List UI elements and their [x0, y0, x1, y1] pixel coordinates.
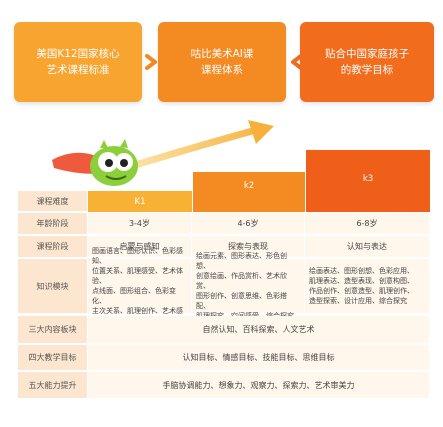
age-k3: 6-8岁 [305, 213, 430, 235]
row-label: 年龄阶段 [18, 213, 88, 235]
abilities-value: 手脑协调能力、想象力、观察力、探索力、艺术审美力 [88, 372, 430, 399]
tier-label: K1 [134, 196, 146, 207]
stage-k3: 认知与表达 [305, 236, 430, 258]
tier-label: k2 [243, 181, 255, 191]
top-box-teaching-goals: 贴合中国家庭孩子 的教学目标 [300, 22, 434, 102]
row-label: 三大内容板块 [18, 316, 88, 344]
top-box-k12-standard: 美国K12国家核心 艺术课程标准 [14, 22, 142, 102]
chevron-right-icon [143, 53, 161, 71]
stage-k1: 启蒙与感知 [88, 236, 192, 258]
top-box-text: 美国K12国家核心 艺术课程标准 [36, 48, 120, 76]
tier-k3: k3 [306, 150, 430, 212]
row-label: 课程难度 [18, 191, 88, 212]
top-box-course-system: 咕比美术AI课 课程体系 [158, 22, 286, 102]
age-k2: 4-6岁 [192, 213, 305, 235]
tier-k1: K1 [88, 191, 192, 212]
goals-value: 认知目标、情感目标、技能目标、思维目标 [88, 345, 430, 371]
content-value: 自然认知、百科探索、人文艺术 [88, 316, 430, 344]
mascot-icon [52, 139, 138, 186]
row-difficulty: 课程难度 [18, 191, 430, 212]
rising-arrow-icon [128, 120, 274, 170]
knowledge-k2: 绘画元素、图形表达、形色创想、 创意绘画、作品赏析、艺术欣赏、 图形创作、创意思… [192, 252, 305, 320]
row-abilities: 五大能力提升 手脑协调能力、想象力、观察力、探索力、艺术审美力 [18, 372, 430, 399]
row-age: 年龄阶段 3-4岁 4-6岁 6-8岁 [18, 213, 430, 235]
top-box-text: 贴合中国家庭孩子 的教学目标 [325, 48, 409, 76]
row-label: 知识模块 [18, 259, 88, 314]
row-label: 四大教学目标 [18, 345, 88, 371]
tier-label: k3 [362, 174, 374, 184]
row-goals: 四大教学目标 认知目标、情感目标、技能目标、思维目标 [18, 345, 430, 371]
stage-k2: 探索与表现 [192, 236, 305, 258]
knowledge-k3: 绘画表达、图形创想、色彩应用、 肌理表达、造型表现、创意构图、 作品创作、创意造… [305, 259, 430, 314]
row-knowledge: 知识模块 图画语言、图形认识、色彩感知、 位置关系、肌理感受、艺术体验、 点线面… [18, 247, 430, 325]
tier-k2: k2 [193, 172, 305, 212]
knowledge-k1: 图画语言、图形认识、色彩感知、 位置关系、肌理感受、艺术体验、 点线面、图形组合… [88, 247, 192, 325]
top-box-text: 咕比美术AI课 课程体系 [190, 48, 254, 76]
row-stage: 课程阶段 启蒙与感知 探索与表现 认知与表达 [18, 236, 430, 258]
chevron-left-icon [287, 53, 305, 71]
age-k1: 3-4岁 [88, 213, 192, 235]
row-label: 五大能力提升 [18, 372, 88, 399]
row-content: 三大内容板块 自然认知、百科探索、人文艺术 [18, 316, 430, 344]
row-label: 课程阶段 [18, 236, 88, 258]
